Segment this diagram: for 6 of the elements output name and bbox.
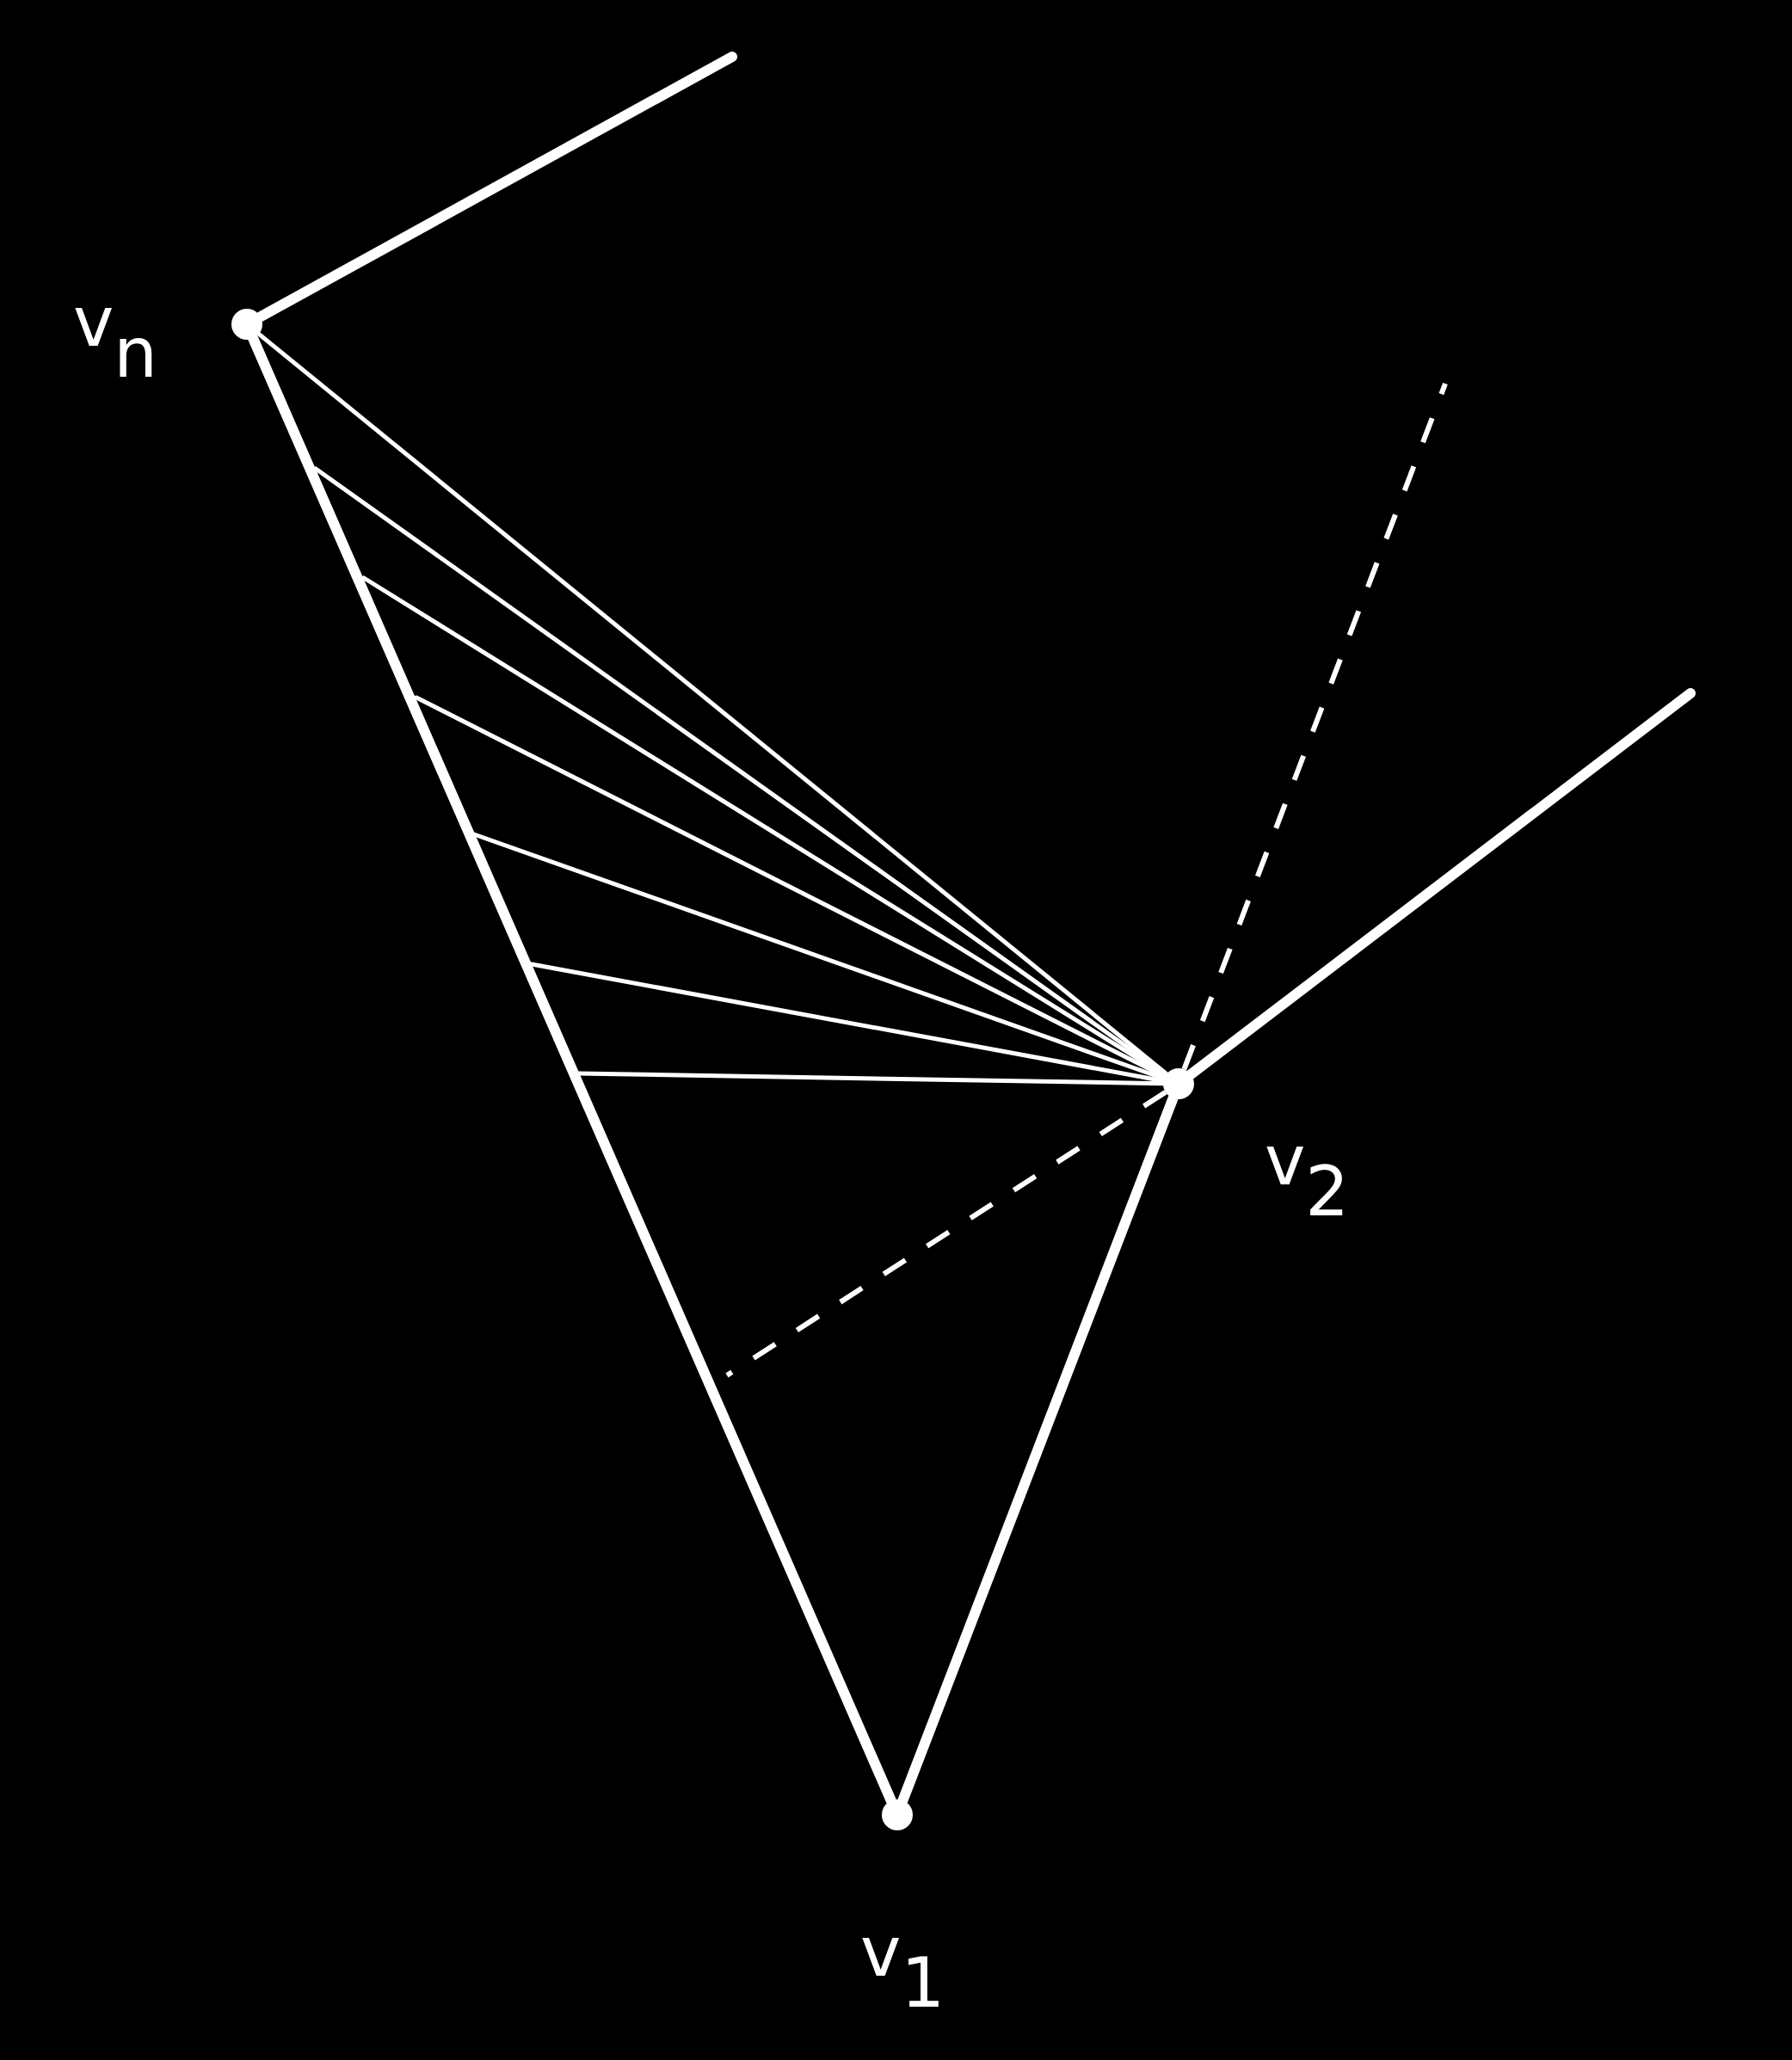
vertex-dot — [1163, 1068, 1194, 1099]
vertex-dot — [231, 309, 262, 340]
dashed-line — [1181, 382, 1448, 1071]
vertex-dot — [882, 1799, 913, 1830]
line — [1185, 688, 1696, 1080]
dashed-line — [725, 1090, 1167, 1378]
